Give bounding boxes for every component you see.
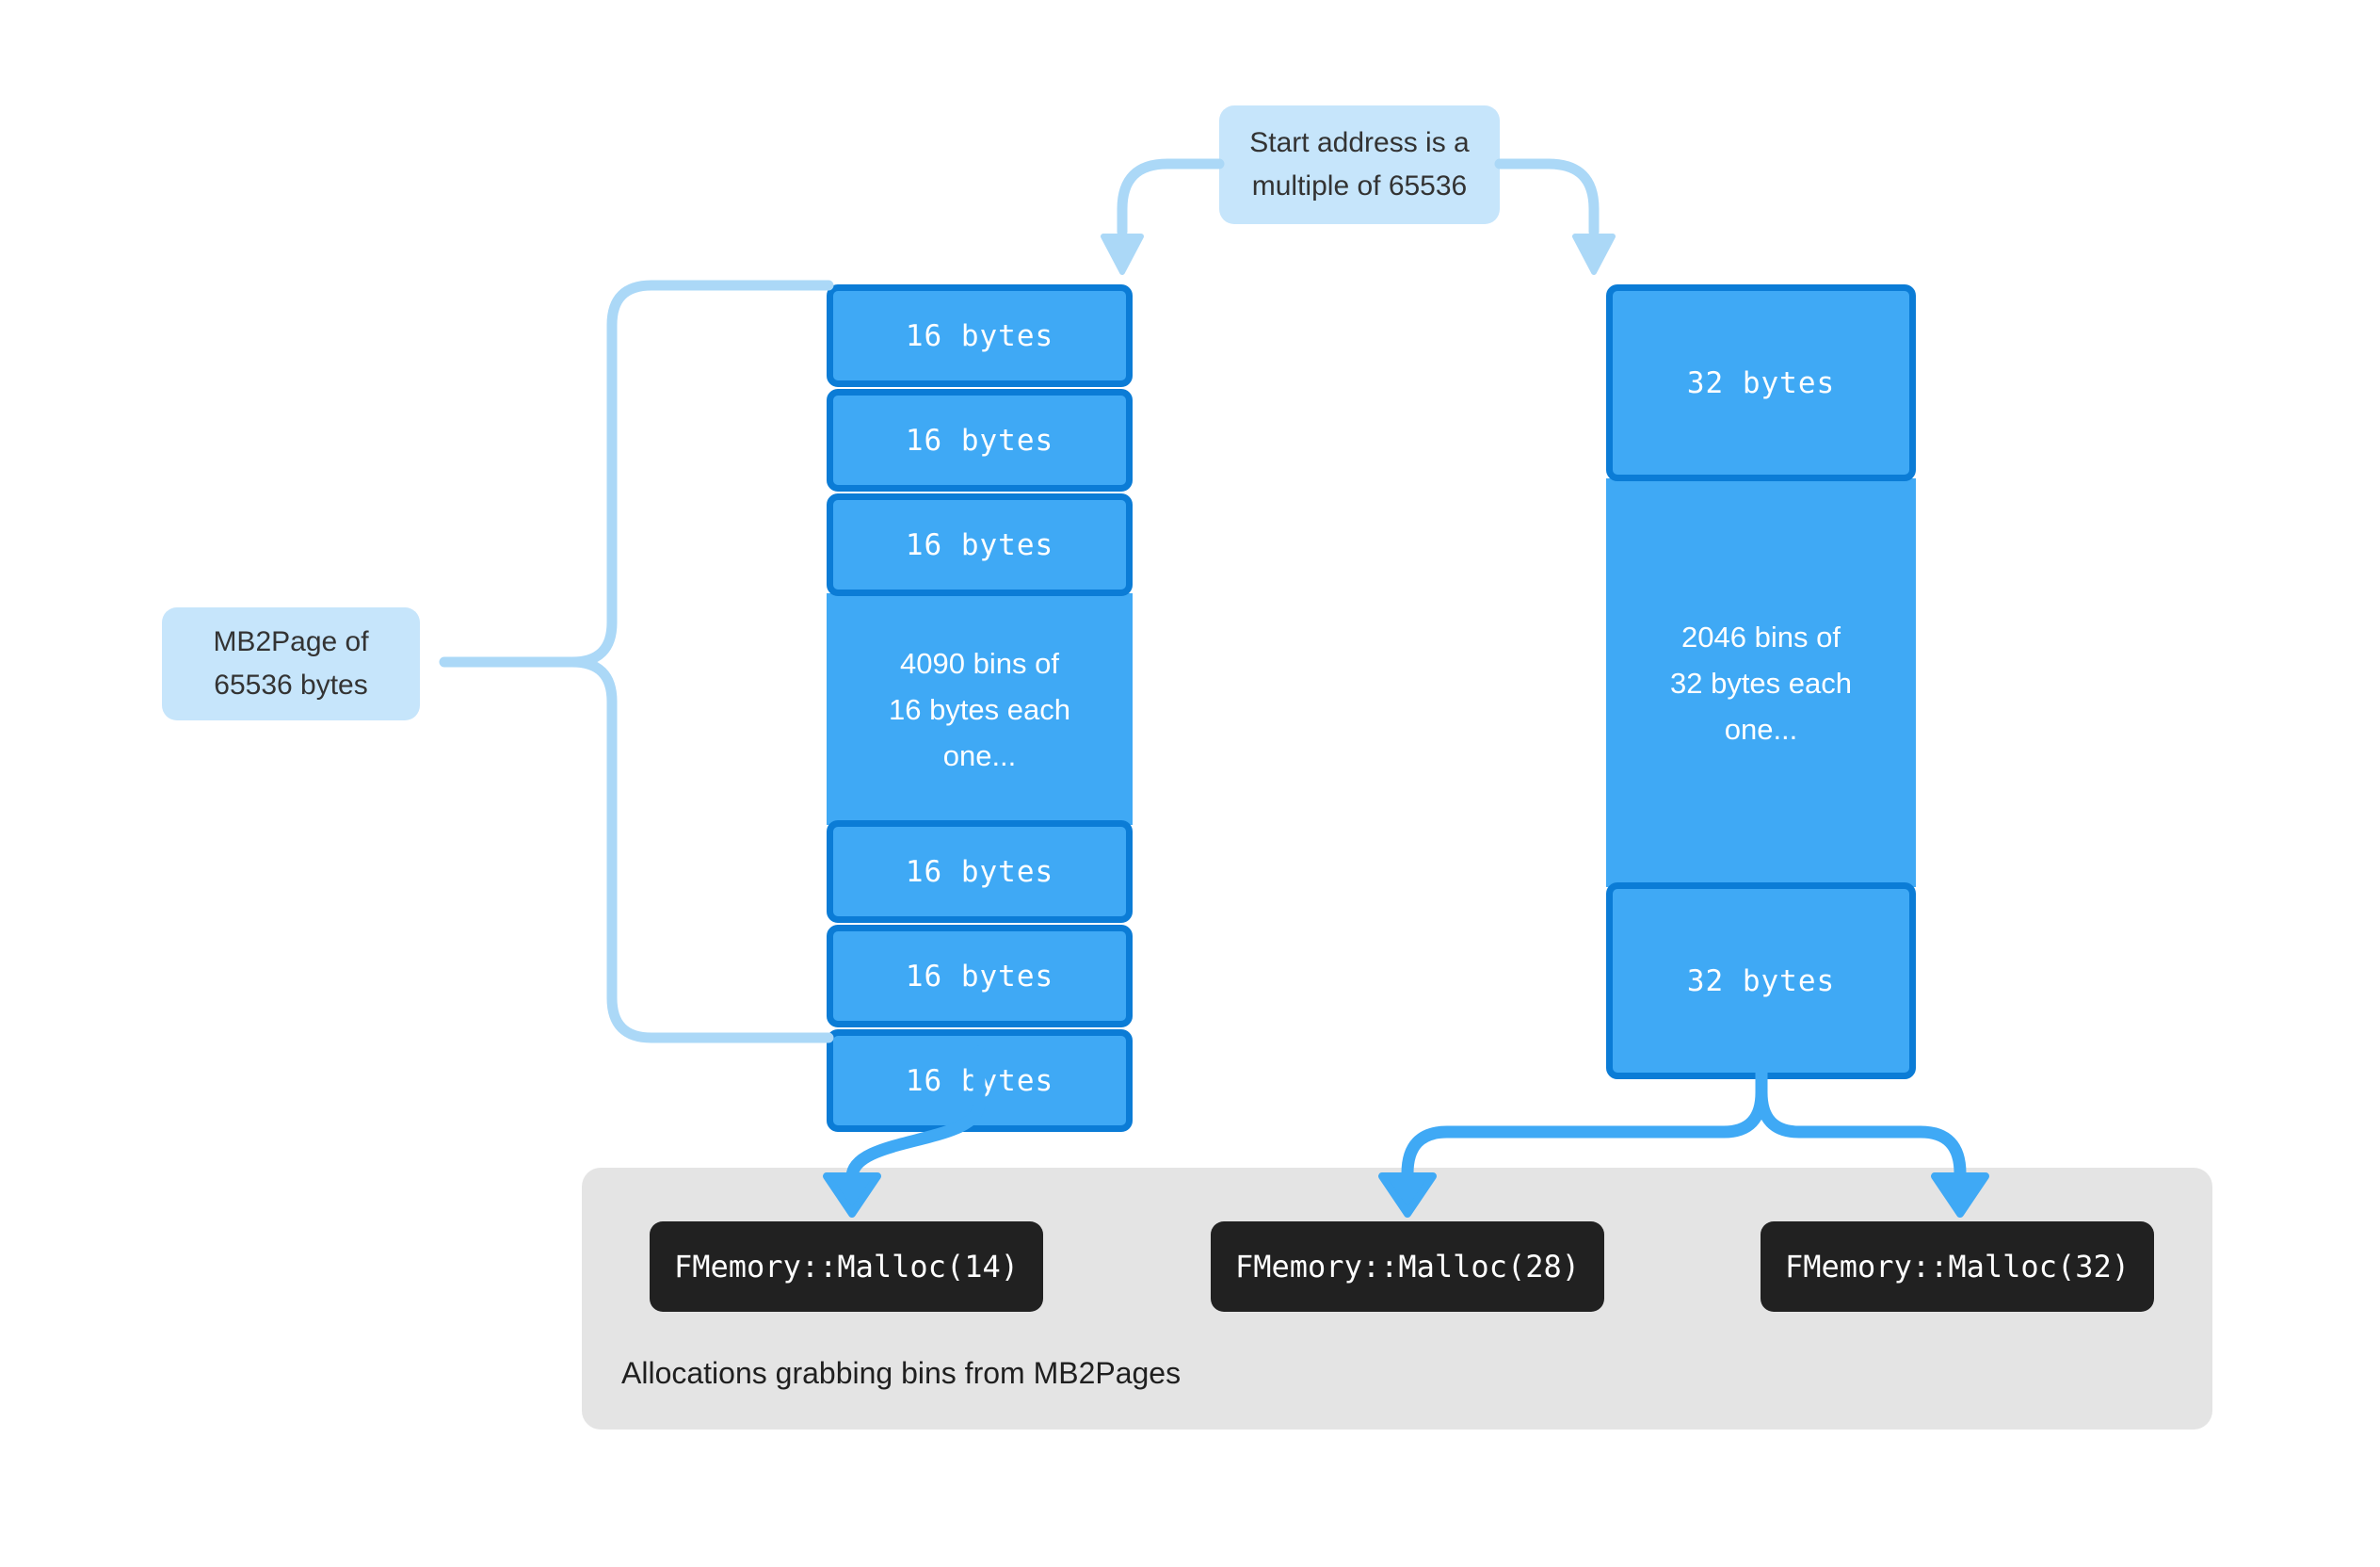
start-address-callout: Start address is a multiple of 65536 [1219, 105, 1500, 224]
malloc14-badge: FMemory::Malloc(14) [650, 1221, 1043, 1312]
bin-ellipsis-32-line3: one... [1724, 712, 1798, 746]
bin-ellipsis-16-line2: 16 bytes each [888, 692, 1071, 726]
mb2page-line1: MB2Page of [213, 626, 369, 657]
bin-ellipsis-16-line1: 4090 bins of [900, 646, 1059, 680]
start-address-arrow-right-line [1494, 158, 1600, 237]
bin-ellipsis-32: 2046 bins of 32 bytes each one... [1606, 478, 1916, 887]
right-column-to-malloc28-line [1401, 1086, 1768, 1180]
bin-cell-16: 16 bytes [827, 493, 1133, 596]
bin-ellipsis-32-line2: 32 bytes each [1669, 666, 1853, 700]
malloc32-badge: FMemory::Malloc(32) [1761, 1221, 2154, 1312]
mb2page-column-16: 16 bytes 16 bytes 16 bytes 4090 bins of … [827, 284, 1133, 1132]
bin-cell-16: 16 bytes [827, 389, 1133, 492]
right-column-to-malloc32-line [1755, 1086, 1967, 1180]
allocations-caption: Allocations grabbing bins from MB2Pages [621, 1356, 1182, 1390]
start-address-arrow-left-head-icon [1101, 234, 1144, 275]
bin-cell-16: 16 bytes [827, 1029, 1133, 1132]
start-address-line1: Start address is a [1249, 127, 1470, 158]
malloc28-badge: FMemory::Malloc(28) [1211, 1221, 1604, 1312]
bin-ellipsis-32-line1: 2046 bins of [1681, 620, 1841, 654]
start-address-line2: multiple of 65536 [1251, 170, 1468, 202]
bin-ellipsis-16: 4090 bins of 16 bytes each one... [827, 593, 1133, 825]
bin-cell-16: 16 bytes [827, 284, 1133, 387]
bin-ellipsis-16-line3: one... [942, 738, 1017, 772]
start-address-arrow-left-line [1117, 158, 1225, 237]
start-address-arrow-right-head-icon [1572, 234, 1616, 275]
bin-cell-16: 16 bytes [827, 820, 1133, 923]
bin-cell-32: 32 bytes [1606, 284, 1916, 481]
mb2page-column-32: 32 bytes 2046 bins of 32 bytes each one.… [1606, 284, 1916, 1079]
mb2page-brace [567, 280, 834, 1043]
mb2page-line2: 65536 bytes [214, 670, 368, 701]
bin-cell-16: 16 bytes [827, 925, 1133, 1027]
mb2page-callout: MB2Page of 65536 bytes [162, 607, 420, 720]
bin-cell-32: 32 bytes [1606, 882, 1916, 1079]
